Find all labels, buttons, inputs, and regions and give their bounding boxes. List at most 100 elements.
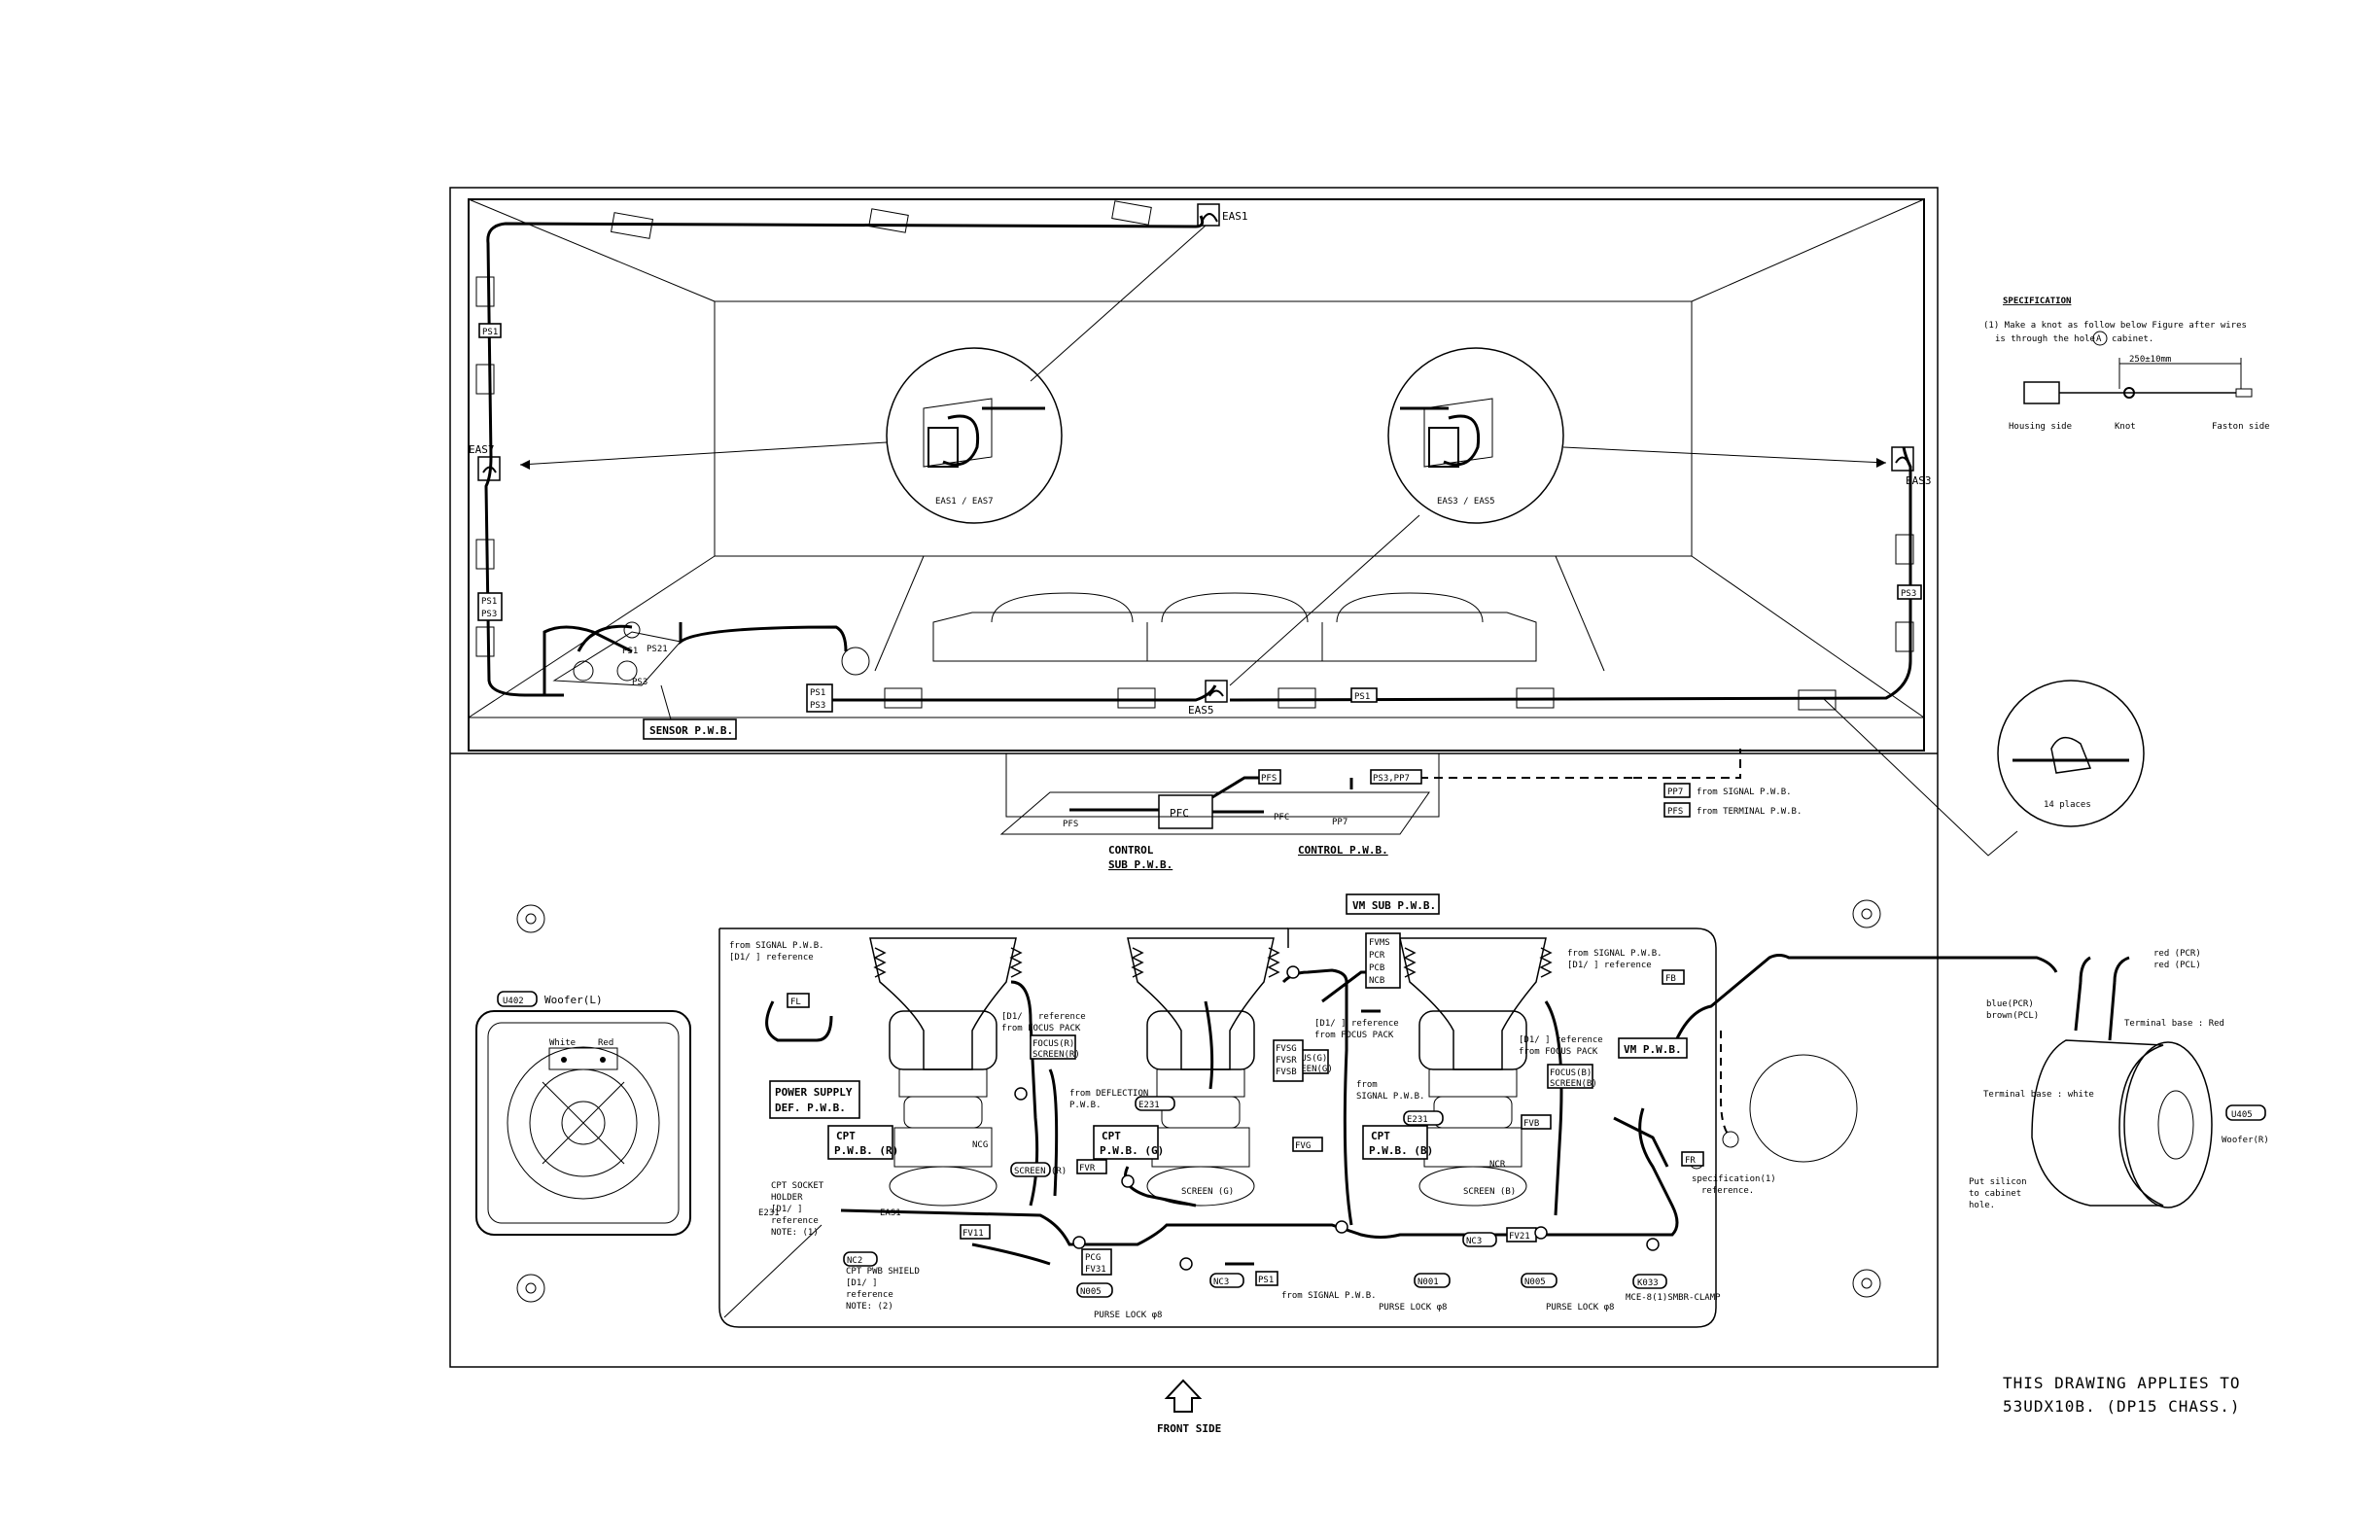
main-board-outline: [718, 928, 1717, 1328]
spec-dimension: 250±10mm: [2129, 355, 2171, 365]
spec-knot: [2123, 387, 2135, 399]
focus-b-tag: [1547, 1064, 1593, 1089]
front-arrow-icon: [1164, 1379, 1203, 1413]
pfs-label: PFS: [1063, 820, 1078, 829]
blue-pcr-label: blue(PCR): [1986, 999, 2034, 1009]
spec-line2: is through the hole: [1995, 334, 2095, 344]
ps1-small-label: PS1: [622, 647, 638, 656]
nc2-label: NC2: [847, 1256, 862, 1266]
power-supply-line2: DEF. P.W.B.: [775, 1102, 846, 1114]
ncb-label: NCB: [1369, 976, 1384, 986]
fvg-label: FVG: [1295, 1141, 1311, 1151]
cpt-shield-4: NOTE: (2): [846, 1302, 893, 1312]
hole-b: [1722, 1131, 1739, 1148]
ps1-tag-a: [478, 323, 502, 338]
fb-label: FB: [1665, 974, 1676, 984]
legend-pp7-text: from SIGNAL P.W.B.: [1697, 788, 1792, 797]
white-label: White: [549, 1038, 576, 1048]
eas5-label: EAS5: [1188, 704, 1214, 717]
eas3-clip: [1891, 446, 1914, 472]
k033-tag: [1632, 1274, 1667, 1289]
floor-line-b: [1555, 555, 1605, 672]
ps21-label: PS21: [647, 645, 668, 654]
nc3b-label: NC3: [1466, 1237, 1482, 1246]
purse-lock-3: PURSE LOCK φ8: [1546, 1303, 1614, 1312]
red-pcl-label: red (PCL): [2153, 961, 2201, 970]
eas7-label: EAS7: [469, 443, 495, 456]
from-signal-right-1: from SIGNAL P.W.B.: [1567, 949, 1662, 959]
cpt-g-tag: [1093, 1125, 1159, 1160]
eas-b-label: EAS1: [880, 1208, 901, 1218]
from-focus-1: [D1/ ] reference: [1001, 1012, 1086, 1022]
cpt-shield-leader: [723, 1224, 822, 1318]
pp7-label: PP7: [1332, 818, 1348, 827]
vm-pwb-label: VM P.W.B.: [1624, 1043, 1682, 1056]
control-board: [999, 791, 1430, 835]
sensor-pwb-tag: [643, 718, 737, 740]
cpt-shield-1: CPT PWB SHIELD: [846, 1267, 920, 1277]
cpt-b-line2: P.W.B. (B): [1369, 1144, 1433, 1157]
from-signal-right-2: [D1/ ] reference: [1567, 961, 1652, 970]
silicon-line2: to cabinet: [1969, 1189, 2021, 1199]
fv11-label: FV11: [962, 1229, 984, 1239]
crt-tube-r: [869, 937, 1017, 1207]
top-compartment: [468, 198, 1925, 752]
top-harness: [484, 215, 1912, 702]
from-signal-left-1: from SIGNAL P.W.B.: [729, 941, 824, 951]
eas1-eas7-caption: EAS1 / EAS7: [935, 497, 994, 507]
cpt-r-tag: [827, 1125, 893, 1160]
cpt-b-tag: [1362, 1125, 1428, 1160]
control-sub-line1: CONTROL: [1108, 844, 1154, 857]
ps1-bottom-label: PS1: [1258, 1276, 1274, 1285]
cpt-socket-2: HOLDER: [771, 1193, 803, 1203]
spec-hole-letter: A: [2096, 334, 2102, 344]
lens-assembly: [932, 592, 1537, 662]
sensor-leader: [660, 684, 672, 720]
spec-title: SPECIFICATION: [2003, 297, 2071, 306]
focus-b-line2: SCREEN(B): [1550, 1079, 1597, 1089]
cpt-socket-4: reference: [771, 1216, 819, 1226]
power-supply-line1: POWER SUPPLY: [775, 1086, 853, 1099]
spec-ref-1: specification(1): [1692, 1174, 1776, 1184]
u405-tag: [2225, 1104, 2266, 1121]
legend-pp7: PP7: [1667, 788, 1683, 797]
control-pwb-label: CONTROL P.W.B.: [1298, 844, 1388, 857]
control-bay: [1005, 753, 1440, 818]
mount-screws: [516, 899, 1881, 1303]
screen-g-label: SCREEN (G): [1181, 1187, 1234, 1197]
ps3-label-b: PS3: [1901, 589, 1916, 599]
screen-b-label: SCREEN (B): [1463, 1187, 1516, 1197]
bottom-harness: [765, 968, 1679, 1266]
cable-tie-pads: [475, 200, 1914, 711]
fvsb-label: FVSB: [1276, 1068, 1297, 1077]
legend-pfs-text: from TERMINAL P.W.B.: [1697, 807, 1802, 817]
from-focus-mid-2: from FOCUS PACK: [1314, 1031, 1394, 1040]
spec-housing-box: [2023, 381, 2060, 404]
cpt-shield-2: [D1/ ]: [846, 1278, 878, 1288]
woofer-l-label: Woofer(L): [544, 994, 603, 1006]
spec-housing-label: Housing side: [2009, 422, 2072, 432]
spec-faston: [2235, 388, 2253, 398]
fvsg-label: FVSG: [1276, 1044, 1297, 1054]
silicon-line3: hole.: [1969, 1201, 1995, 1210]
spec-line1: (1) Make a knot as follow below Figure a…: [1983, 321, 2247, 331]
woofer-r-label: Woofer(R): [2222, 1136, 2269, 1145]
e231-c-label: E231: [758, 1208, 780, 1218]
woofer-left: [475, 1010, 691, 1236]
nc3-label: NC3: [1213, 1278, 1229, 1287]
woofer-right: [2031, 956, 2213, 1208]
pfs-top-label: PFS: [1261, 774, 1277, 784]
cpt-b-line1: CPT: [1371, 1130, 1390, 1142]
u402-tag: [497, 991, 538, 1007]
cpt-shield-3: reference: [846, 1290, 893, 1300]
control-sub-line2: SUB P.W.B.: [1108, 858, 1172, 871]
fvsr-label: FVSR: [1276, 1056, 1297, 1066]
pcr-label: PCR: [1369, 951, 1385, 961]
cabinet-outline: [449, 187, 1939, 1368]
e231-a-label: E231: [1138, 1101, 1160, 1110]
focus-g-line1: FOCUS(G): [1285, 1054, 1327, 1064]
detail-circle-right: [1387, 347, 1564, 524]
small-tags: [787, 932, 1704, 1298]
pfs-top-tag: [1258, 769, 1281, 785]
